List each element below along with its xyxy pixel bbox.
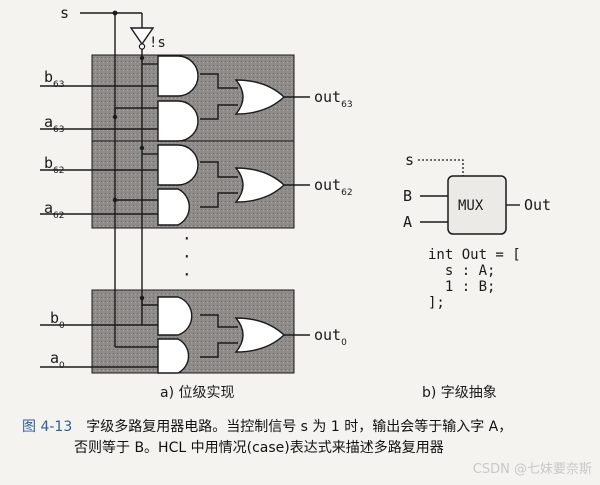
mux-a-label: A: [403, 213, 412, 231]
hcl-line: int Out = [: [428, 247, 521, 263]
ellipsis-dot: ·: [182, 247, 192, 266]
ellipsis-dot: ·: [182, 229, 192, 248]
b63-label: b63: [44, 68, 64, 90]
bit-slice-63: [40, 63, 310, 130]
mux-s-label: s: [405, 151, 414, 169]
figure-caption-line1: 字级多路复用器电路。当控制信号 s 为 1 时，输出会等于输入字 A，: [86, 419, 513, 435]
and-gate: [157, 55, 199, 97]
ellipsis-dot: ·: [182, 265, 192, 284]
figure-caption-line2: 否则等于 B。HCL 中用情况(case)表达式来描述多路复用器: [74, 440, 444, 456]
b62-label: b62: [44, 154, 64, 176]
and-gate: [157, 296, 193, 336]
a62-label: a62: [44, 199, 64, 221]
bit-slice-0: [40, 298, 310, 368]
hcl-line: s : A;: [428, 263, 495, 279]
hcl-line: 1 : B;: [428, 279, 495, 295]
control-wires: [80, 12, 143, 347]
watermark: CSDN @七妹要奈斯: [472, 462, 592, 477]
mux-b-label: B: [403, 187, 412, 205]
and-gate: [157, 188, 190, 226]
caption-a: a) 位级实现: [160, 385, 235, 401]
figure-caption: 图 4-13 字级多路复用器电路。当控制信号 s 为 1 时，输出会等于输入字 A…: [22, 417, 592, 459]
and-gate: [157, 144, 199, 186]
s-label: s: [60, 4, 69, 22]
mux-abstraction: [418, 159, 520, 235]
out62-label: out62: [314, 176, 353, 198]
a0-label: a0: [50, 349, 65, 371]
or-gate: [234, 317, 286, 353]
junction-dot: [139, 55, 145, 61]
out63-label: out63: [314, 88, 353, 110]
figure-number: 图 4-13: [22, 419, 73, 435]
caption-b: b) 字级抽象: [422, 385, 497, 401]
hcl-line: ];: [428, 295, 445, 311]
and-gate: [157, 100, 199, 142]
mux-out-label: Out: [524, 196, 551, 214]
junction-dot: [139, 145, 145, 151]
inverter-gate: [129, 27, 155, 50]
bit-slice-62: [40, 153, 310, 215]
or-gate: [234, 79, 286, 115]
a63-label: a63: [44, 113, 64, 135]
hcl-code: int Out = [ s : A; 1 : B; ];: [428, 247, 521, 311]
mux-box-label: MUX: [458, 198, 484, 214]
not-s-label: !s: [149, 35, 166, 51]
or-gate: [234, 167, 286, 203]
b0-label: b0: [50, 309, 65, 331]
and-gate: [157, 338, 190, 374]
junction-dot: [112, 10, 118, 16]
out0-label: out0: [314, 326, 347, 348]
